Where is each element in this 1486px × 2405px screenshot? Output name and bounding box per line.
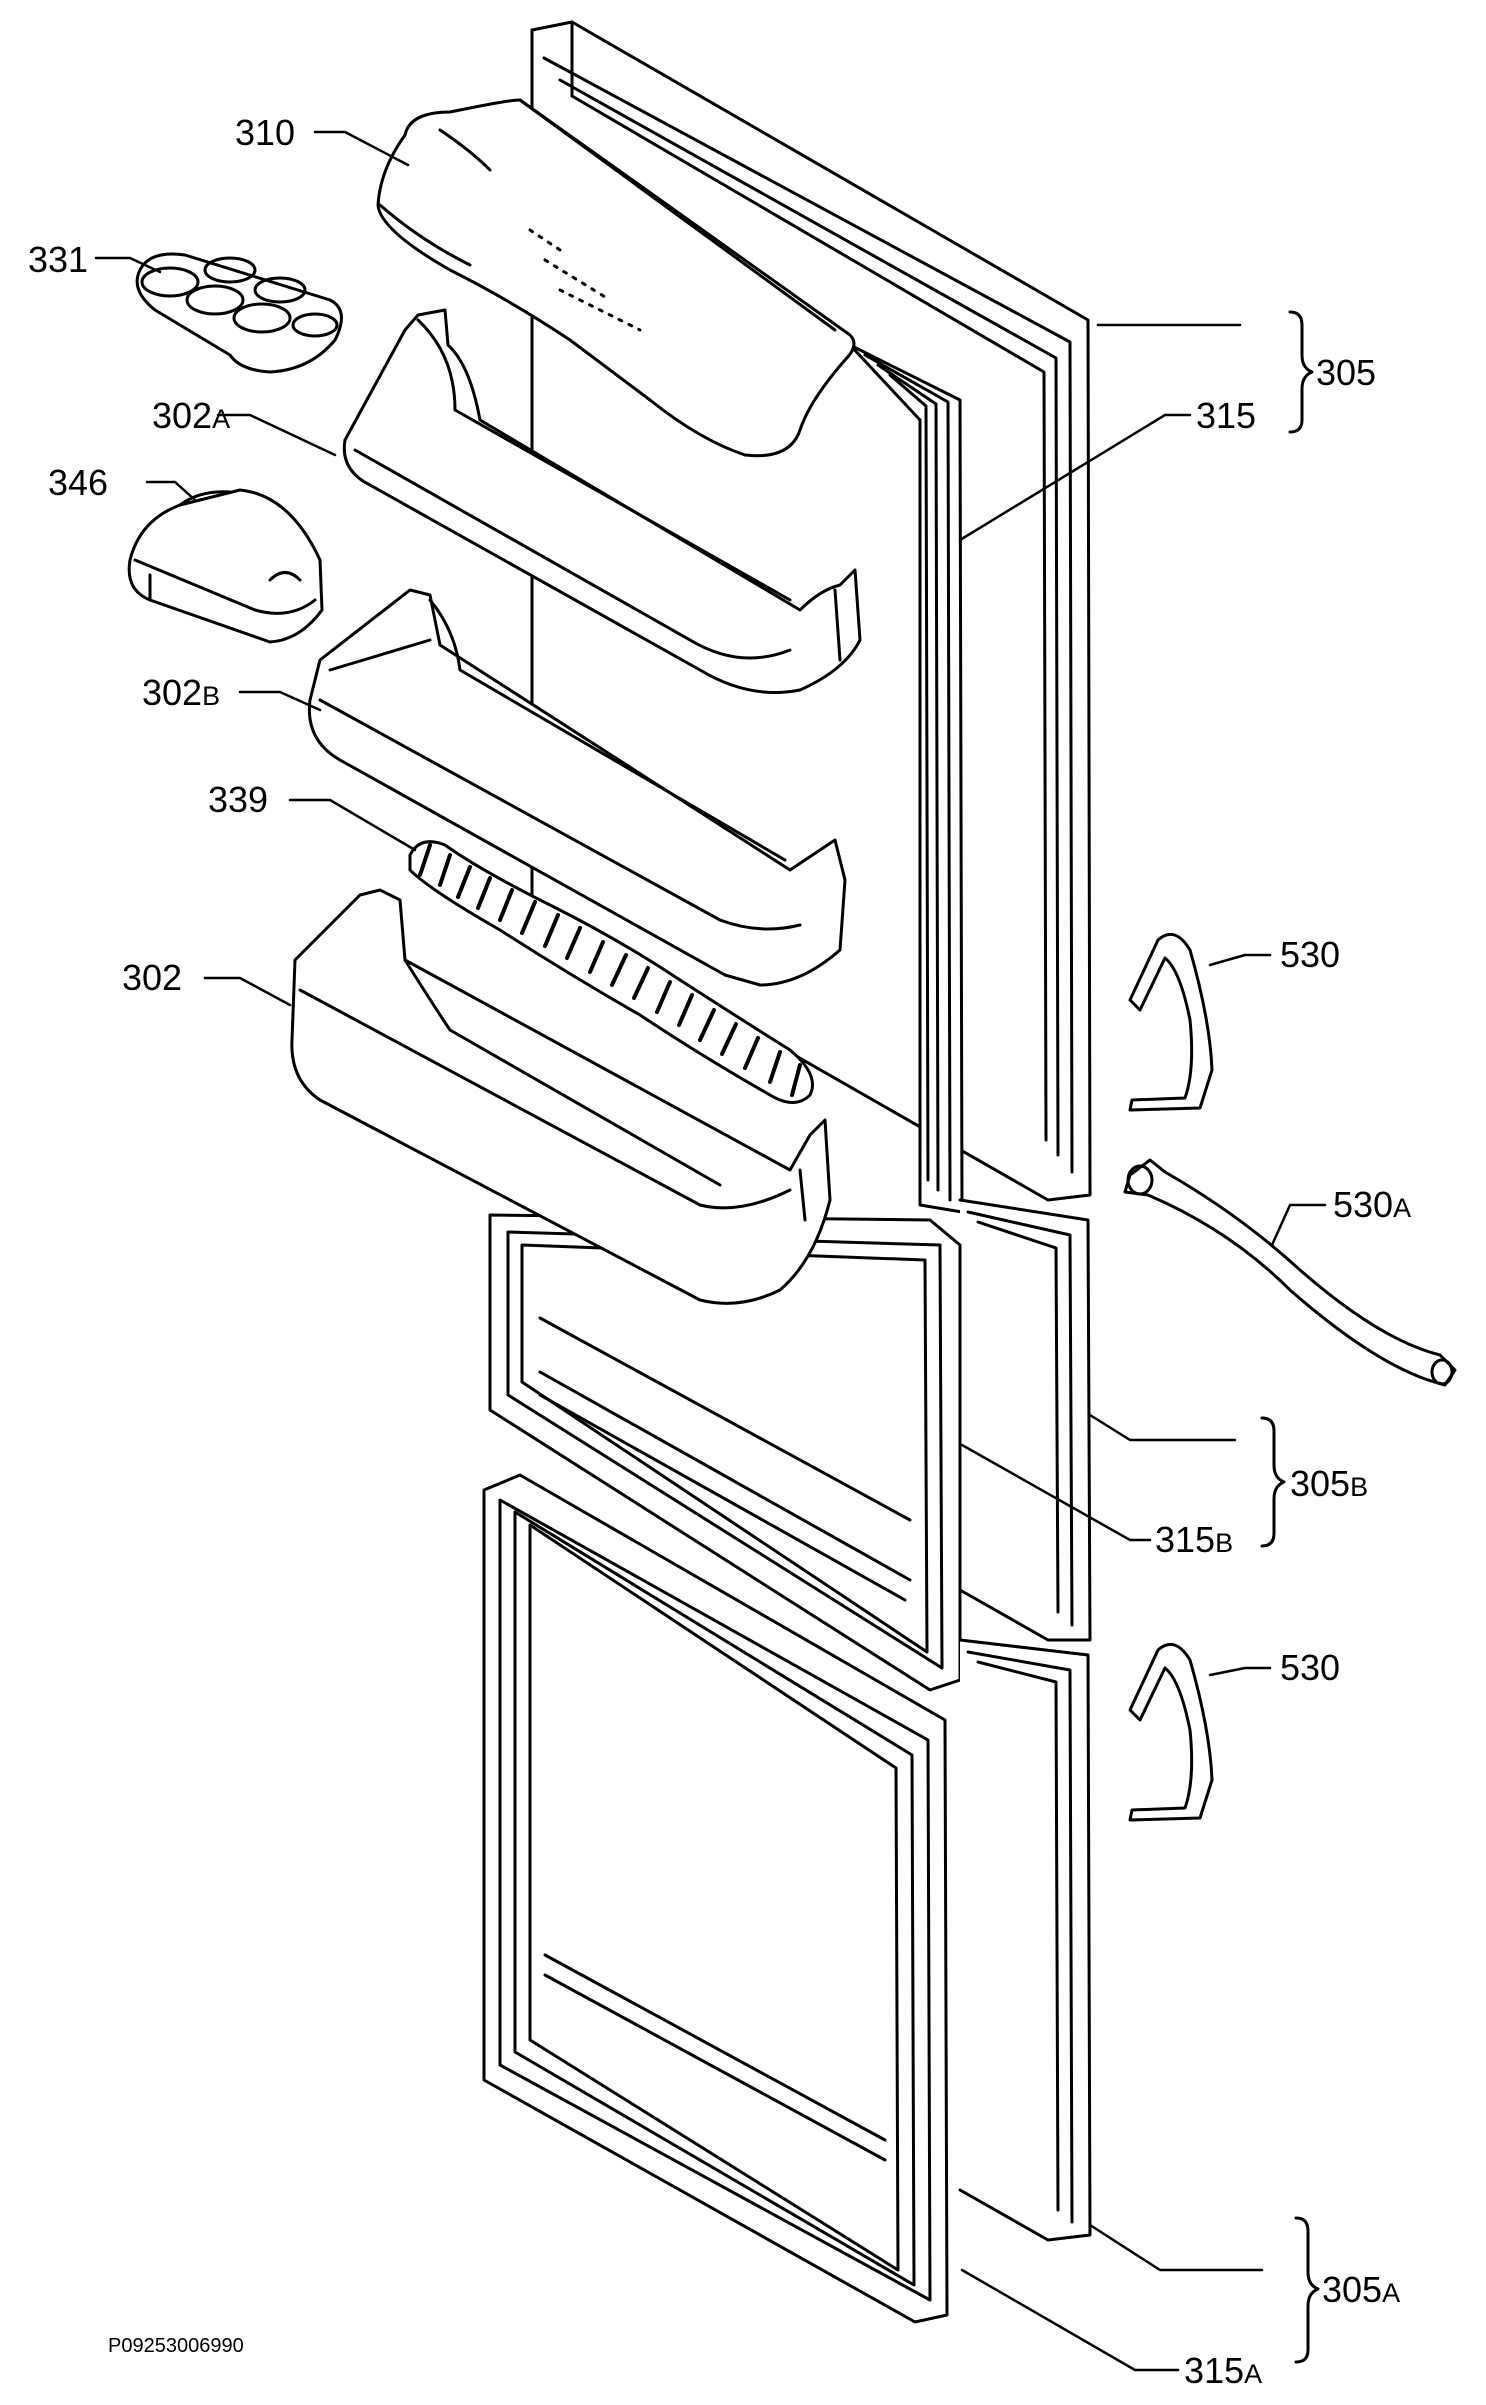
label-302b-number: 302 — [142, 672, 203, 713]
leader-315a — [960, 2268, 1180, 2372]
leader-530a — [1270, 1203, 1327, 1247]
label-346: 346 — [48, 462, 109, 503]
label-331: 331 — [28, 239, 89, 280]
label-305b: 305B — [1290, 1466, 1368, 1502]
leader-310 — [313, 130, 410, 167]
lower-gasket-315a — [482, 1473, 949, 2324]
label-302: 302 — [122, 957, 183, 998]
brace-305b — [1260, 1416, 1286, 1548]
label-315a-suffix: A — [1244, 2359, 1263, 2389]
door-shelf-302a — [342, 308, 862, 694]
leader-315 — [958, 413, 1192, 542]
label-530a: 530A — [1333, 1187, 1411, 1223]
label-305: 305 — [1316, 352, 1377, 393]
leader-305a — [1088, 2223, 1264, 2272]
label-530a-number: 530 — [1333, 1184, 1394, 1225]
label-310: 310 — [235, 112, 296, 153]
middle-gasket-315b — [488, 1213, 962, 1692]
handle-bar-530a — [1123, 1158, 1457, 1387]
label-315b: 315B — [1155, 1522, 1233, 1558]
document-id: P09253006990 — [108, 2335, 244, 2357]
leader-530-bottom — [1208, 1666, 1272, 1677]
door-shelf-302 — [290, 888, 832, 1305]
middle-door-305b — [958, 1198, 1092, 1642]
shelf-cover-310 — [376, 98, 856, 458]
label-305a-suffix: A — [1382, 2278, 1401, 2308]
label-530a-suffix: A — [1393, 1193, 1412, 1223]
label-302a-suffix: A — [212, 404, 231, 434]
leader-302 — [203, 976, 292, 1007]
brace-305 — [1288, 310, 1314, 434]
door-shelf-302b — [307, 588, 847, 987]
egg-tray-331 — [135, 252, 343, 374]
braces — [1260, 310, 1320, 2364]
label-315a: 315A — [1184, 2353, 1262, 2389]
label-302a: 302A — [152, 398, 230, 434]
label-302a-number: 302 — [152, 395, 213, 436]
leader-302b — [238, 690, 322, 712]
leader-315b — [960, 1443, 1152, 1542]
label-315b-number: 315 — [1155, 1519, 1216, 1560]
leader-339 — [288, 798, 417, 852]
label-305a-number: 305 — [1322, 2269, 1383, 2310]
label-305b-number: 305 — [1290, 1463, 1351, 1504]
butter-dish-346 — [127, 488, 324, 644]
label-315: 315 — [1196, 395, 1257, 436]
leader-302a — [216, 413, 337, 457]
label-302b-suffix: B — [202, 681, 221, 711]
leader-346 — [145, 480, 197, 502]
label-530-top: 530 — [1280, 934, 1341, 975]
leader-305b — [1088, 1413, 1237, 1442]
bottle-holder-339 — [408, 840, 814, 1104]
label-339: 339 — [208, 779, 269, 820]
brace-305a — [1294, 2216, 1320, 2364]
label-315b-suffix: B — [1215, 1528, 1234, 1558]
label-530-bottom: 530 — [1280, 1647, 1341, 1688]
label-305a: 305A — [1322, 2272, 1400, 2308]
label-315a-number: 315 — [1184, 2350, 1245, 2391]
lower-door-305a — [958, 1638, 1092, 2242]
label-302b: 302B — [142, 675, 220, 711]
leader-331 — [94, 256, 162, 274]
leader-530-top — [1208, 953, 1272, 967]
handle-530-top — [1128, 932, 1214, 1112]
handle-530-bottom — [1128, 1642, 1214, 1822]
label-305b-suffix: B — [1350, 1472, 1369, 1502]
leader-lines — [94, 130, 1327, 2372]
